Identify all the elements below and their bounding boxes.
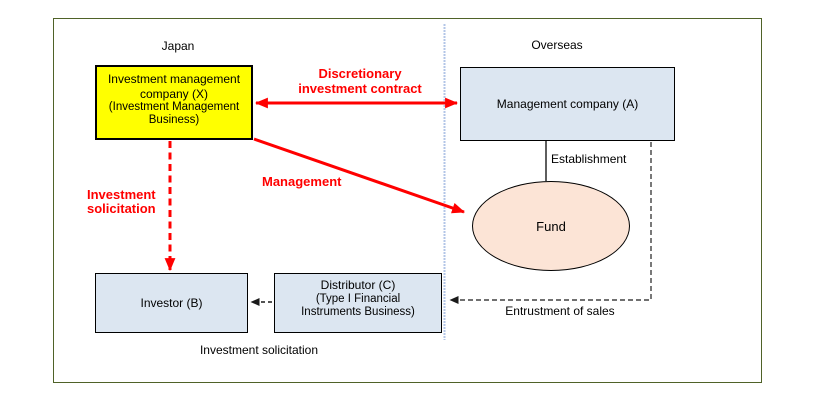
label-investment-solicitation-black: Investment solicitation [199, 343, 319, 357]
node-label: Fund [536, 218, 566, 234]
node-investment-management-company: Investment management company (X) (Inves… [95, 65, 253, 140]
node-fund-ellipse: Fund [472, 181, 630, 271]
label-investment-solicitation-red: Investment solicitation [87, 187, 156, 216]
node-title: Distributor (C) [320, 278, 396, 292]
outer-frame [53, 18, 762, 383]
node-distributor: Distributor (C) (Type I Financial Instru… [274, 273, 442, 333]
label-management: Management [262, 174, 342, 189]
region-label-japan: Japan [161, 39, 195, 53]
node-management-company: Management company (A) [460, 67, 675, 141]
node-subtitle: (Type I Financial Instruments Business) [301, 293, 415, 318]
node-investor: Investor (B) [95, 273, 248, 333]
node-label: Investor (B) [140, 296, 203, 310]
node-title: Investment management company (X) [107, 72, 241, 101]
label-discretionary-investment-contract: Discretionary investment contract [298, 66, 422, 96]
label-entrustment-of-sales: Entrustment of sales [505, 304, 615, 318]
region-label-overseas: Overseas [531, 38, 583, 52]
label-establishment: Establishment [551, 152, 627, 166]
node-subtitle: (Investment Management Business) [108, 101, 240, 126]
node-label: Management company (A) [496, 97, 639, 111]
